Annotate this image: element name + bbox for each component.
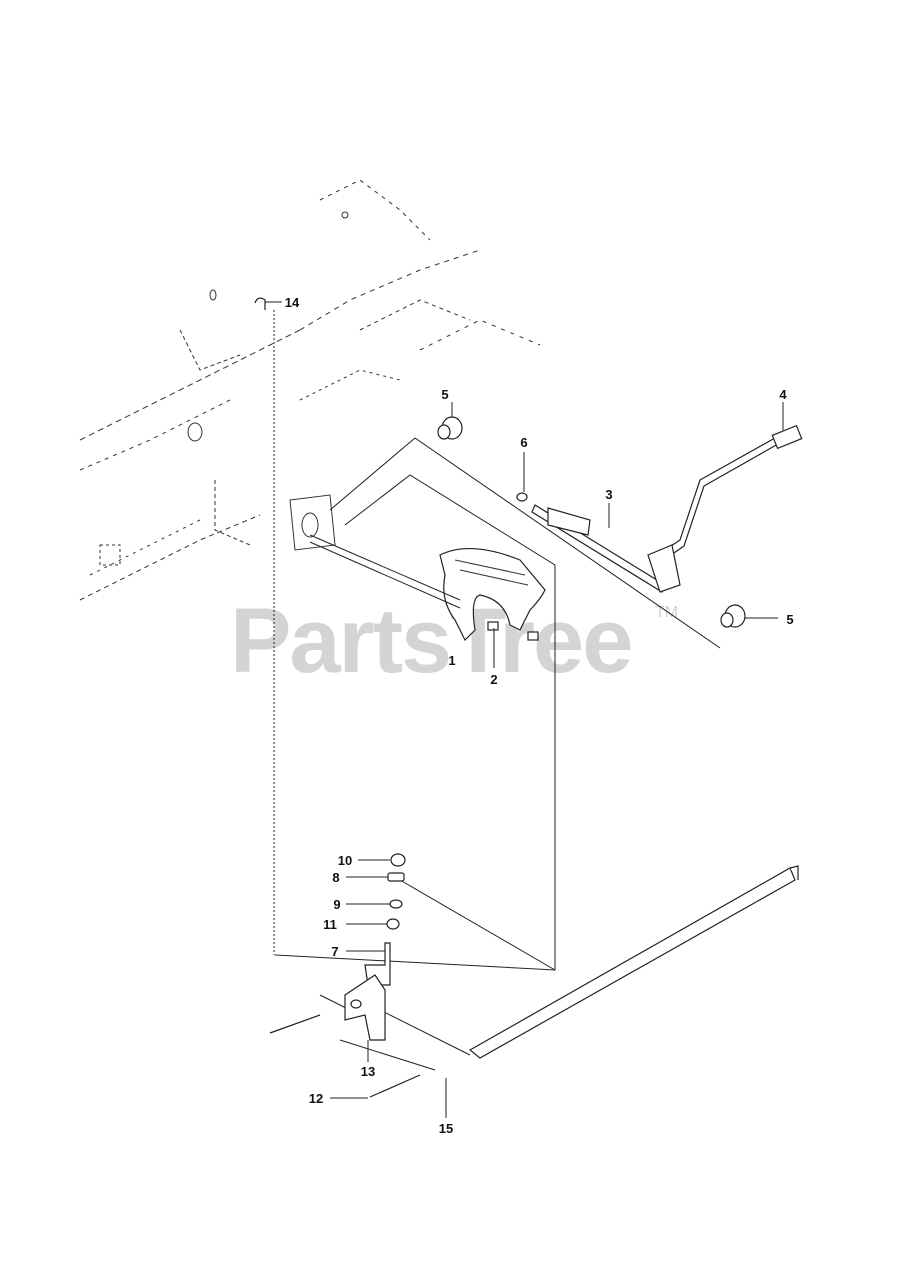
part-6-clip [516,492,528,502]
callout-labels: 1 2 3 4 5 5 6 7 8 9 10 11 12 13 14 15 [285,295,794,1136]
callout-1: 1 [448,653,455,668]
callout-11: 11 [323,917,337,932]
callout-14: 14 [285,295,300,310]
part-8-bolt [387,872,405,882]
part-13-bracket [344,974,386,1041]
callout-4: 4 [779,387,787,402]
callout-3: 3 [605,487,612,502]
callout-leaders [265,301,784,1118]
callout-13: 13 [361,1064,375,1079]
part-14-hairpin [254,297,266,310]
part-9-washer [389,899,403,909]
callout-15: 15 [439,1121,453,1136]
part-2-bolts [487,621,539,641]
assembly-outline [273,310,721,1071]
callout-12: 12 [309,1091,323,1106]
part-1-shift-plate [309,534,546,642]
callout-5-top: 5 [441,387,448,402]
callout-6: 6 [520,435,527,450]
callout-9: 9 [333,897,340,912]
callout-8: 8 [332,870,339,885]
callout-7: 7 [331,944,338,959]
watermark-text: PartsTree [230,590,631,692]
callout-10: 10 [338,853,352,868]
part-5-bushing-right [720,604,746,628]
watermark: PartsTree TM [230,590,678,692]
part-12-pins [269,1014,421,1098]
part-5-bushing-top [437,416,463,440]
part-11-nut [386,918,400,930]
callout-2: 2 [490,672,497,687]
watermark-trademark: TM [655,604,678,621]
callout-5-right: 5 [786,612,793,627]
part-4-lift-handle [647,424,803,593]
chassis-frame [79,179,541,601]
part-15-long-rod [468,865,799,1059]
part-10-nut [390,853,406,867]
part-3-lift-shaft [531,504,666,593]
